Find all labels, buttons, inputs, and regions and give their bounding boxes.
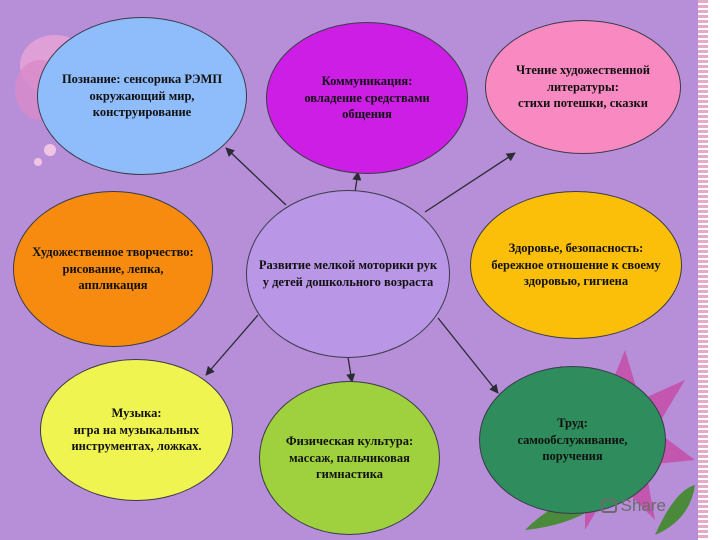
watermark-label: Share (620, 496, 666, 515)
node-labor: Труд: самообслуживание, поручения (479, 366, 666, 514)
node-music-label: Музыка: игра на музыкальных инструментах… (71, 405, 202, 454)
node-communication: Коммуникация: овладение средствами общен… (266, 22, 468, 174)
connector-arrows (205, 147, 516, 394)
node-reading: Чтение художественной литературы: стихи … (485, 20, 681, 154)
node-health: Здоровье, безопасность: бережное отношен… (470, 191, 682, 339)
node-communication-label: Коммуникация: овладение средствами общен… (304, 73, 430, 122)
node-physical: Физическая культура: массаж, пальчиковая… (259, 381, 440, 535)
arrow-to-music (205, 314, 259, 376)
node-labor-label: Труд: самообслуживание, поручения (517, 415, 628, 464)
node-cognition: Познание: сенсорика РЭМП окружающий мир,… (37, 17, 247, 175)
arrow-to-physical (346, 356, 356, 383)
slide-canvas: Познание: сенсорика РЭМП окружающий мир,… (0, 0, 698, 540)
center-node: Развитие мелкой моторики рук у детей дош… (246, 190, 450, 358)
arrow-to-communication (352, 171, 362, 193)
node-art: Художественное творчество: рисование, ле… (13, 191, 213, 347)
side-margin (708, 0, 720, 540)
watermark: Share (600, 496, 666, 516)
node-physical-label: Физическая культура: массаж, пальчиковая… (285, 433, 414, 482)
node-music: Музыка: игра на музыкальных инструментах… (40, 359, 233, 501)
node-cognition-label: Познание: сенсорика РЭМП окружающий мир,… (61, 71, 223, 120)
arrow-to-cognition (225, 147, 287, 206)
node-art-label: Художественное творчество: рисование, ле… (32, 244, 194, 293)
node-health-label: Здоровье, безопасность: бережное отношен… (491, 240, 661, 289)
share-icon (600, 499, 617, 513)
node-reading-label: Чтение художественной литературы: стихи … (516, 62, 650, 111)
center-node-label: Развитие мелкой моторики рук у детей дош… (258, 258, 438, 289)
side-stripe (698, 0, 708, 540)
arrow-to-labor (437, 317, 499, 394)
arrow-to-reading (424, 152, 516, 213)
